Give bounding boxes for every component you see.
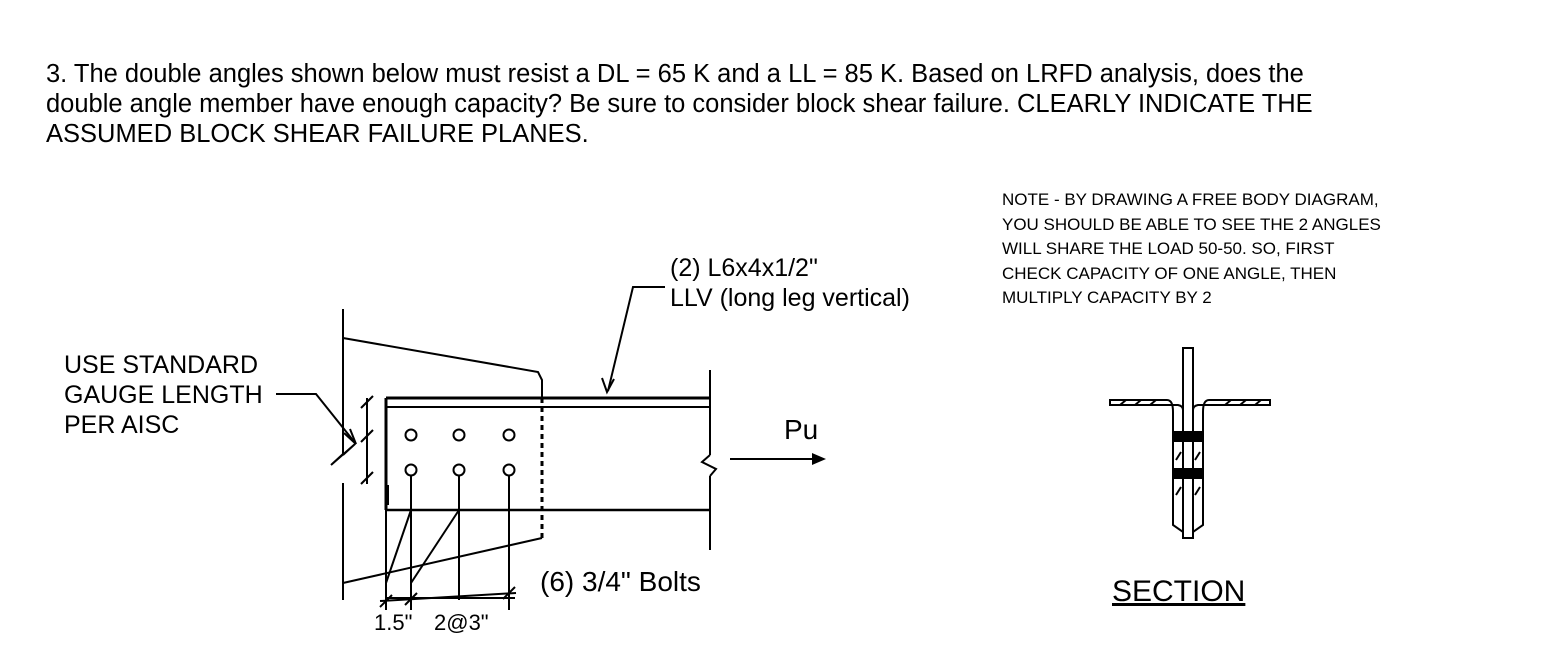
bolts-label: (6) 3/4" Bolts (540, 566, 701, 597)
section-bolt (1173, 468, 1203, 479)
gauge-dimension (360, 395, 389, 505)
edge-distance-label: 1.5" (374, 610, 413, 635)
note-line: NOTE - BY DRAWING A FREE BODY DIAGRAM, (1002, 190, 1379, 209)
bolt-spacing-label: 2@3" (434, 610, 489, 635)
gauge-label-line: PER AISC (64, 411, 180, 439)
bolt-hole (502, 463, 516, 477)
arrow-head (812, 453, 826, 465)
problem-line: ASSUMED BLOCK SHEAR FAILURE PLANES. (46, 120, 589, 148)
section-bolt (1173, 431, 1203, 442)
note-line: MULTIPLY CAPACITY BY 2 (1002, 288, 1212, 307)
gauge-leader (276, 393, 357, 445)
note-line: WILL SHARE THE LOAD 50-50. SO, FIRST (1002, 239, 1335, 258)
angle-leader (601, 286, 665, 395)
gusset-plate (330, 309, 544, 600)
note-block: NOTE - BY DRAWING A FREE BODY DIAGRAM, Y… (1002, 188, 1381, 311)
force-label: Pu (784, 414, 819, 445)
section-view (1109, 347, 1271, 539)
problem-line: double angle member have enough capacity… (46, 90, 1313, 118)
gauge-label: USE STANDARD GAUGE LENGTH PER AISC (64, 350, 263, 440)
section-label: SECTION (1112, 575, 1246, 608)
gauge-label-line: GAUGE LENGTH (64, 381, 263, 409)
bolt-hole (404, 463, 418, 477)
bolt-hole (502, 428, 516, 442)
bolt-hole (404, 428, 418, 442)
bolt-group (404, 428, 516, 477)
gauge-label-line: USE STANDARD (64, 351, 259, 379)
angle-member (384, 370, 718, 550)
angle-label-line: LLV (long leg vertical) (670, 284, 910, 312)
angle-label: (2) L6x4x1/2" LLV (long leg vertical) (670, 253, 910, 313)
problem-line: 3. The double angles shown below must re… (46, 60, 1304, 88)
bolt-hole (452, 428, 466, 442)
problem-statement: 3. The double angles shown below must re… (46, 59, 1536, 149)
spacing-dimension (379, 476, 517, 610)
angle-label-line: (2) L6x4x1/2" (670, 254, 818, 282)
bolt-hole (452, 463, 466, 477)
note-line: CHECK CAPACITY OF ONE ANGLE, THEN (1002, 263, 1337, 283)
note-line: YOU SHOULD BE ABLE TO SEE THE 2 ANGLES (1002, 214, 1381, 234)
